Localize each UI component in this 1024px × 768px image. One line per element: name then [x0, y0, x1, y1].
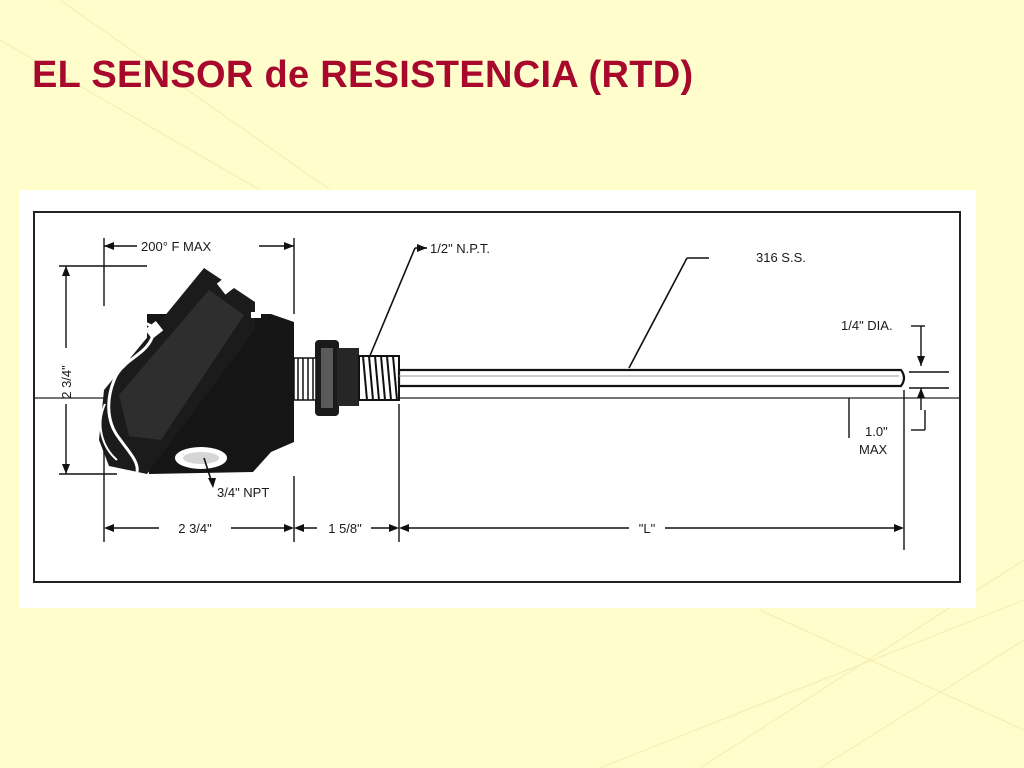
label-thread-half: 1/2" N.P.T.: [430, 241, 490, 256]
label-conduit: 3/4" NPT: [217, 485, 269, 500]
slide-title: EL SENSOR de RESISTENCIA (RTD): [32, 54, 694, 96]
arrowheads: [62, 242, 925, 532]
label-head-height: 2 3/4": [59, 365, 74, 399]
leader-lines: [203, 247, 709, 487]
label-max-word: MAX: [859, 442, 888, 457]
npt-fitting: [293, 340, 400, 416]
label-dim-head: 2 3/4": [178, 521, 212, 536]
label-max-value: 1.0": [865, 424, 888, 439]
diagram-frame: [33, 211, 961, 583]
probe-sheath: [397, 368, 906, 388]
rtd-diagram-panel: 200° F MAX 2 3/4" 1/2" N.P.T. 316 S.S. 1…: [19, 190, 976, 608]
label-sheath-material: 316 S.S.: [756, 250, 806, 265]
label-max-temp: 200° F MAX: [141, 239, 212, 254]
connection-head: [99, 268, 294, 474]
label-dim-nipple: 1 5/8": [328, 521, 362, 536]
label-dim-length: "L": [639, 521, 656, 536]
rtd-diagram: 200° F MAX 2 3/4" 1/2" N.P.T. 316 S.S. 1…: [33, 211, 961, 583]
label-probe-dia: 1/4" DIA.: [841, 318, 893, 333]
